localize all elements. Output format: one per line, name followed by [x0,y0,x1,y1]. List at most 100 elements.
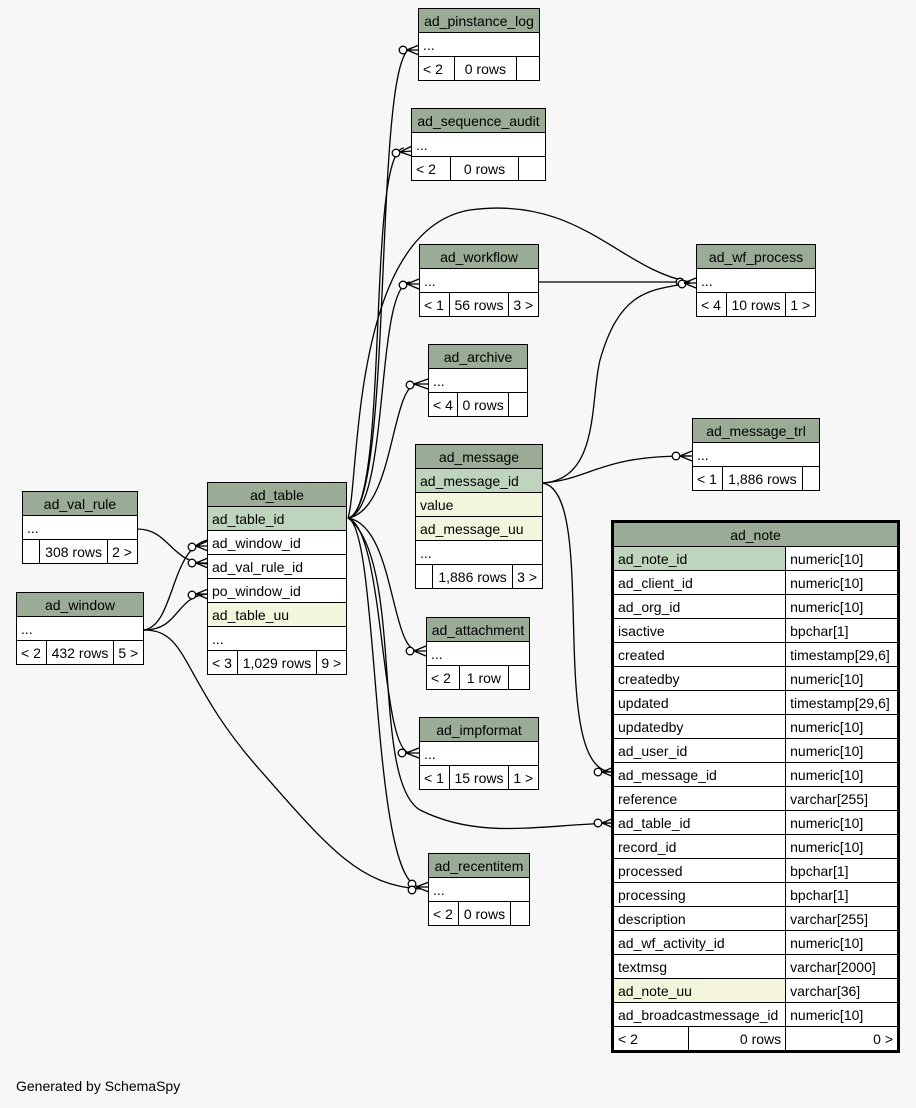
table-ad-impformat[interactable]: ad_impformat ... < 1 15 rows 1 > [419,717,539,790]
row-count: 56 rows [448,292,510,317]
table-ad-archive[interactable]: ad_archive ... < 4 0 rows [427,344,528,417]
column-name[interactable]: processing [611,882,787,907]
table-title[interactable]: ad_workflow [419,244,539,269]
column-name[interactable]: reference [611,786,787,811]
column-name[interactable]: updated [611,690,787,715]
table-title[interactable]: ad_archive [428,344,528,369]
child-count[interactable] [510,901,530,926]
table-title[interactable]: ad_val_rule [22,491,138,516]
parent-count[interactable]: < 4 [427,392,459,417]
column-value[interactable]: value [415,492,543,517]
table-ad-pinstance-log[interactable]: ad_pinstance_log ... < 2 0 rows [418,8,540,81]
table-elided-columns: ... [418,32,540,57]
child-count[interactable]: 3 > [512,564,543,589]
table-title[interactable]: ad_sequence_audit [411,108,546,133]
parent-count[interactable]: < 3 [207,650,238,675]
table-title[interactable]: ad_message_trl [692,418,820,443]
table-title[interactable]: ad_table [207,482,347,507]
child-count[interactable]: 2 > [107,539,138,564]
table-elided-columns: ... [419,268,539,293]
edge-table-archive [347,382,419,519]
parent-count[interactable]: < 2 [410,156,452,181]
column-name[interactable]: isactive [611,618,787,643]
column-name[interactable]: ad_wf_activity_id [611,930,787,955]
table-ad-wf-process[interactable]: ad_wf_process ... < 4 10 rows 1 > [696,244,816,317]
parent-count[interactable]: < 4 [696,292,727,317]
parent-count[interactable]: < 1 [692,466,723,491]
child-count[interactable] [508,392,528,417]
table-ad-message[interactable]: ad_message ad_message_id value ad_messag… [415,444,543,589]
table-title[interactable]: ad_note [612,521,899,547]
crowfoot [413,645,427,657]
parent-count[interactable]: < 2 [612,1026,689,1052]
parent-count[interactable]: < 2 [16,640,47,665]
crowfoot-ring [593,767,603,777]
column-name[interactable]: description [611,906,787,931]
column-ad-val-rule-id[interactable]: ad_val_rule_id [207,554,347,579]
row-count: 432 rows [45,640,115,665]
crowfoot-ring [397,748,407,758]
child-count[interactable]: 5 > [113,640,144,665]
crowfoot [195,540,209,552]
parent-count[interactable] [22,539,40,564]
table-ad-workflow[interactable]: ad_workflow ... < 1 56 rows 3 > [419,244,539,317]
table-ad-val-rule[interactable]: ad_val_rule ... 308 rows 2 > [22,491,138,564]
column-ad-window-id[interactable]: ad_window_id [207,530,347,555]
parent-count[interactable]: < 1 [419,292,450,317]
parent-count[interactable]: < 2 [426,665,460,690]
table-title[interactable]: ad_wf_process [696,244,816,269]
child-count[interactable]: 1 > [785,292,816,317]
crowfoot [679,450,693,462]
table-ad-attachment[interactable]: ad_attachment ... < 2 1 row [426,617,530,690]
child-count[interactable]: 9 > [316,650,347,675]
table-ad-recentitem[interactable]: ad_recentitem ... < 2 0 rows [428,853,530,926]
column-ad-message-id[interactable]: ad_message_id [415,468,543,493]
column-name[interactable]: ad_table_id [611,810,787,835]
column-name[interactable]: created [611,642,787,667]
parent-count[interactable] [415,564,433,589]
column-name[interactable]: ad_message_id [611,762,787,787]
parent-count[interactable]: < 1 [419,765,450,790]
child-count[interactable]: 3 > [508,292,539,317]
column-ad-table-uu[interactable]: ad_table_uu [207,602,347,627]
column-type: bpchar[1] [785,858,899,883]
child-count[interactable]: 0 > [785,1026,899,1052]
column-name[interactable]: createdby [611,666,787,691]
table-ad-message-trl[interactable]: ad_message_trl ... < 1 1,886 rows [692,418,820,491]
column-ad-table-id[interactable]: ad_table_id [207,506,347,531]
child-count[interactable] [518,156,546,181]
table-ad-window[interactable]: ad_window ... < 2 432 rows 5 > [16,592,144,665]
parent-count[interactable]: < 2 [418,56,455,81]
crowfoot-ring [187,542,197,552]
edge-message-trl [541,455,691,484]
parent-count[interactable]: < 2 [428,901,459,926]
table-title[interactable]: ad_impformat [419,717,539,742]
column-name[interactable]: ad_broadcastmessage_id [611,1002,787,1027]
child-count[interactable] [516,56,540,81]
table-title[interactable]: ad_recentitem [428,853,530,878]
column-name[interactable]: textmsg [611,954,787,979]
crowfoot-ring [671,451,681,461]
column-name[interactable]: updatedby [611,714,787,739]
table-title[interactable]: ad_attachment [426,617,530,642]
child-count[interactable]: 1 > [508,765,539,790]
column-ad-message-uu[interactable]: ad_message_uu [415,516,543,541]
child-count[interactable] [508,665,530,690]
table-title[interactable]: ad_window [16,592,144,617]
column-name[interactable]: ad_user_id [611,738,787,763]
column-name[interactable]: ad_note_uu [611,978,787,1003]
table-ad-table[interactable]: ad_table ad_table_id ad_window_id ad_val… [207,482,347,675]
crowfoot-ring [407,885,417,895]
column-po-window-id[interactable]: po_window_id [207,578,347,603]
table-title[interactable]: ad_message [415,444,543,469]
table-title[interactable]: ad_pinstance_log [418,8,540,33]
column-name[interactable]: ad_client_id [611,570,787,595]
column-name[interactable]: record_id [611,834,787,859]
column-name[interactable]: ad_org_id [611,594,787,619]
table-ad-sequence-audit[interactable]: ad_sequence_audit ... < 2 0 rows [410,108,546,181]
column-type: timestamp[29,6] [785,690,899,715]
column-name[interactable]: processed [611,858,787,883]
child-count[interactable] [802,466,820,491]
column-name[interactable]: ad_note_id [611,546,787,571]
